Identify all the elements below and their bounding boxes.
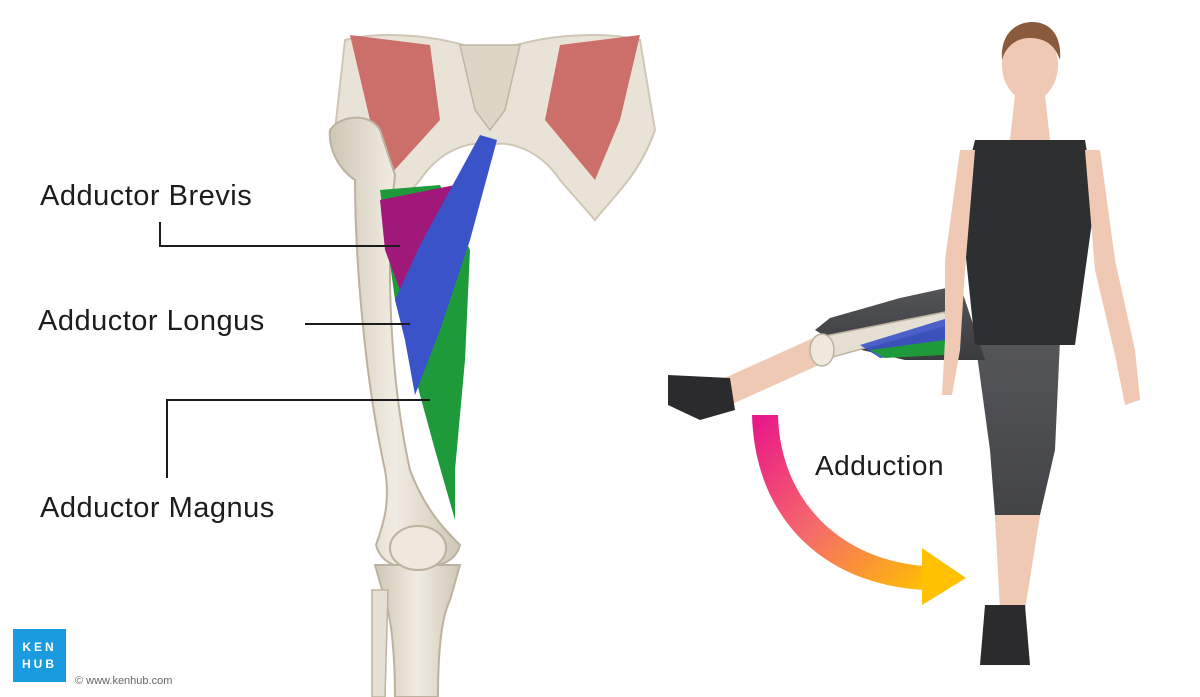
- brevis-leader: [159, 222, 400, 247]
- logo-line-2: HUB: [22, 656, 57, 671]
- head: [1002, 29, 1058, 101]
- adduction-arrow-body: [752, 415, 925, 590]
- neck: [1010, 95, 1050, 140]
- label-adductor-brevis: Adductor Brevis: [40, 180, 253, 212]
- standing-shin: [995, 515, 1040, 610]
- logo-line-1: KEN: [22, 639, 57, 654]
- hair: [1001, 22, 1061, 60]
- adduction-arrow: [752, 415, 966, 605]
- raised-shin: [720, 335, 830, 405]
- label-adductor-magnus: Adductor Magnus: [40, 492, 275, 524]
- label-leader-lines: [159, 222, 430, 478]
- gluteal-muscle-right: [545, 35, 640, 180]
- adductor-longus-muscle: [395, 135, 497, 395]
- magnus-leader: [166, 399, 430, 478]
- raised-leg-muscle-overlay-green: [870, 340, 945, 358]
- fibula-bone: [371, 589, 389, 697]
- exercise-figure: [668, 22, 1140, 665]
- raised-leg-knee: [809, 333, 835, 367]
- copyright-text: © www.kenhub.com: [75, 675, 173, 687]
- tibia-bone: [373, 564, 462, 697]
- torso-tanktop: [960, 140, 1095, 345]
- gluteal-muscle-left: [350, 35, 440, 175]
- right-arm: [1085, 150, 1140, 405]
- label-adduction: Adduction: [815, 450, 945, 481]
- sacrum: [459, 44, 521, 132]
- patella: [389, 525, 447, 571]
- adduction-arrow-head: [922, 548, 966, 605]
- left-arm: [942, 150, 975, 395]
- anatomy-illustration: [328, 34, 657, 697]
- standing-shoe: [980, 605, 1030, 665]
- label-adductor-longus: Adductor Longus: [38, 305, 265, 337]
- adductor-brevis-muscle: [380, 185, 455, 290]
- raised-shoe: [668, 375, 735, 420]
- kenhub-logo[interactable]: KEN HUB: [13, 629, 66, 682]
